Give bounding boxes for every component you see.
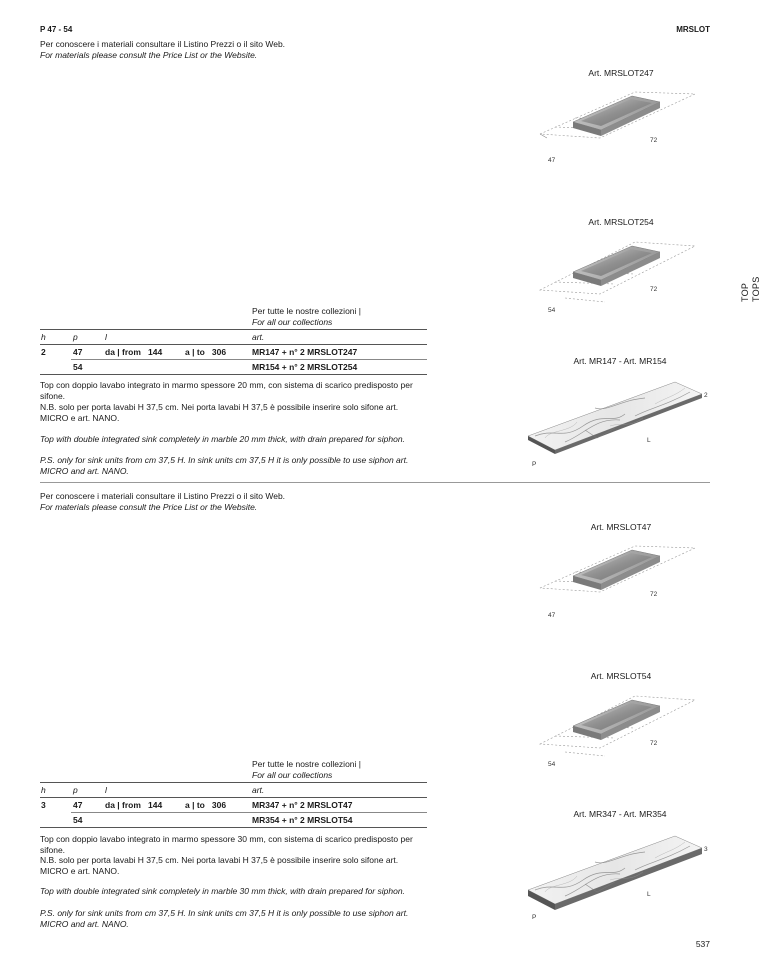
side-tab-en: TOPS bbox=[751, 276, 761, 302]
collections-caption-it: Per tutte le nostre collezioni | bbox=[252, 306, 361, 316]
dim-length-label: L bbox=[647, 891, 651, 898]
sink-art-label: Art. MRSLOT47 bbox=[590, 522, 652, 532]
cell-l-from: da | from 144 bbox=[105, 347, 163, 357]
marble-top-drawing bbox=[527, 835, 703, 910]
dim-width-label: 72 bbox=[650, 740, 658, 747]
table-rule bbox=[40, 797, 427, 798]
cell-l-from: da | from 144 bbox=[105, 800, 163, 810]
table-rule bbox=[40, 374, 427, 375]
note-it: N.B. solo per porta lavabi H 37,5 cm. Ne… bbox=[40, 855, 399, 876]
sink-drawing bbox=[539, 545, 696, 593]
description-it: Top con doppio lavabo integrato in marmo… bbox=[40, 834, 413, 855]
cell-art: MR347 + n° 2 MRSLOT47 bbox=[252, 800, 353, 810]
section-divider bbox=[40, 482, 710, 483]
cell-art: MR147 + n° 2 MRSLOT247 bbox=[252, 347, 358, 357]
collections-caption-en: For all our collections bbox=[252, 317, 333, 327]
col-header-art: art. bbox=[252, 785, 265, 795]
dim-depth-label: 47 bbox=[548, 157, 556, 164]
dim-thickness-label: 2 bbox=[704, 392, 708, 399]
dim-depth-label: P bbox=[532, 914, 537, 921]
dim-width-label: 72 bbox=[650, 286, 658, 293]
sink-art-label: Art. MRSLOT247 bbox=[588, 68, 654, 78]
col-header-p: p bbox=[73, 785, 78, 795]
description-it: Top con doppio lavabo integrato in marmo… bbox=[40, 380, 413, 401]
table-rule bbox=[40, 329, 427, 330]
sink-drawing bbox=[538, 241, 697, 303]
sink-art-label: Art. MRSLOT54 bbox=[590, 671, 652, 681]
dim-depth-label: P bbox=[532, 461, 537, 468]
cell-p: 47 bbox=[73, 347, 83, 357]
page-number: 537 bbox=[695, 939, 710, 949]
side-tab-it: TOP bbox=[740, 282, 750, 302]
note-en: P.S. only for sink units from cm 37,5 H.… bbox=[40, 455, 409, 476]
cell-p: 54 bbox=[73, 362, 83, 372]
cell-l-to: a | to 306 bbox=[185, 347, 227, 357]
materials-note-en: For materials please consult the Price L… bbox=[40, 50, 258, 60]
materials-note-it: Per conoscere i materiali consultare il … bbox=[40, 491, 286, 501]
top-art-label: Art. MR147 - Art. MR154 bbox=[573, 356, 667, 366]
dim-depth-label: 54 bbox=[548, 761, 556, 768]
col-header-l: l bbox=[105, 785, 107, 795]
dim-thickness-label: 3 bbox=[704, 846, 708, 853]
dim-width-label: 72 bbox=[650, 591, 658, 598]
cell-art: MR154 + n° 2 MRSLOT254 bbox=[252, 362, 358, 372]
cell-p: 47 bbox=[73, 800, 83, 810]
sink-drawing bbox=[538, 695, 697, 757]
sink-drawing bbox=[539, 91, 696, 139]
col-header-art: art. bbox=[252, 332, 265, 342]
collections-caption-en: For all our collections bbox=[252, 770, 333, 780]
dim-length-label: L bbox=[647, 437, 651, 444]
dim-depth-label: 54 bbox=[548, 307, 556, 314]
description-en: Top with double integrated sink complete… bbox=[40, 886, 405, 896]
marble-top-drawing bbox=[527, 381, 703, 454]
col-header-l: l bbox=[105, 332, 107, 342]
cell-h: 3 bbox=[41, 800, 46, 810]
dim-depth-label: 47 bbox=[548, 612, 556, 619]
col-header-p: p bbox=[73, 332, 78, 342]
note-it: N.B. solo per porta lavabi H 37,5 cm. Ne… bbox=[40, 402, 399, 423]
table-rule bbox=[40, 827, 427, 828]
materials-note-it: Per conoscere i materiali consultare il … bbox=[40, 39, 286, 49]
table-rule bbox=[40, 782, 427, 783]
collection-name: MRSLOT bbox=[676, 25, 710, 34]
cell-l-to: a | to 306 bbox=[185, 800, 227, 810]
table-row-rule bbox=[71, 812, 427, 813]
dim-width-label: 72 bbox=[650, 137, 658, 144]
note-en: P.S. only for sink units from cm 37,5 H.… bbox=[40, 908, 409, 929]
cell-art: MR354 + n° 2 MRSLOT54 bbox=[252, 815, 353, 825]
page-range: P 47 - 54 bbox=[40, 25, 73, 34]
description-en: Top with double integrated sink complete… bbox=[40, 434, 405, 444]
cell-h: 2 bbox=[41, 347, 46, 357]
collections-caption-it: Per tutte le nostre collezioni | bbox=[252, 759, 361, 769]
sink-art-label: Art. MRSLOT254 bbox=[588, 217, 654, 227]
col-header-h: h bbox=[41, 332, 46, 342]
top-art-label: Art. MR347 - Art. MR354 bbox=[573, 809, 667, 819]
materials-note-en: For materials please consult the Price L… bbox=[40, 502, 258, 512]
table-rule bbox=[40, 344, 427, 345]
cell-p: 54 bbox=[73, 815, 83, 825]
table-row-rule bbox=[71, 359, 427, 360]
col-header-h: h bbox=[41, 785, 46, 795]
